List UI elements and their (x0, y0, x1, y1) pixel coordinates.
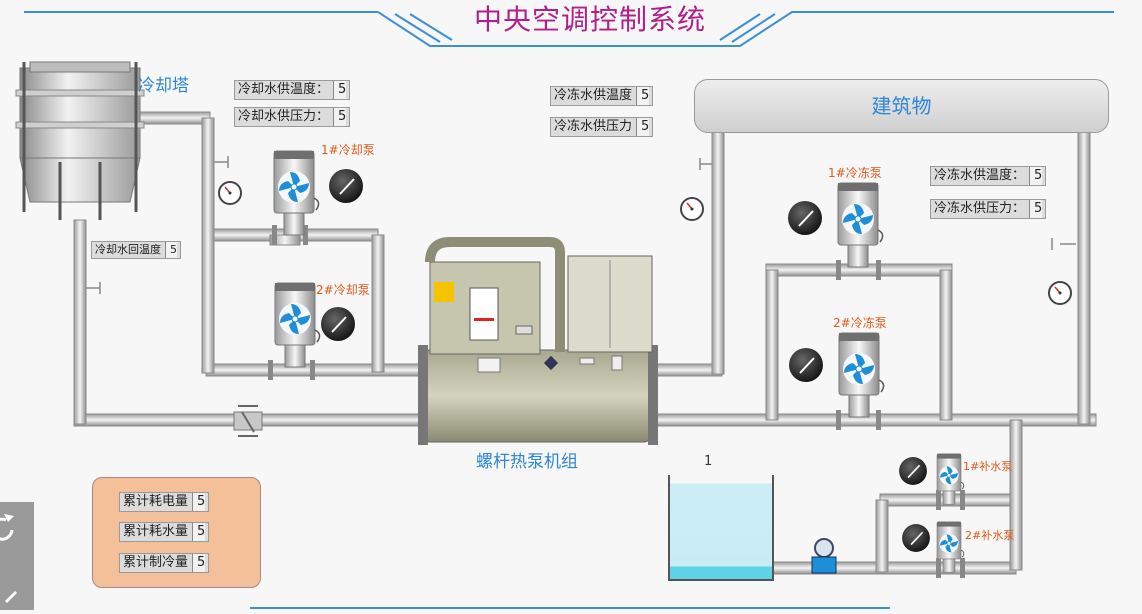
cooling-pump-2-label: 2#冷却泵 (316, 283, 370, 297)
makeup-pump-1-label: 1#补水泵 (963, 460, 1013, 473)
building-label: 建筑物 (871, 94, 932, 118)
rotate-icon (0, 514, 18, 604)
cw-supply-temp-readout: 冷却水供温度：5 (234, 80, 351, 100)
chw-supply-temp-readout-b: 冷冻水供温度：5 (930, 166, 1047, 186)
building: 建筑物 (694, 79, 1109, 133)
side-rotate-button[interactable] (0, 502, 34, 610)
chilled-pump-2-label: 2#冷冻泵 (833, 316, 887, 330)
cooling-pump-1-label: 1#冷却泵 (321, 143, 375, 157)
chilled-pump-1-label: 1#冷冻泵 (828, 166, 882, 180)
makeup-pump-2-label: 2#补水泵 (965, 529, 1015, 542)
cw-supply-press-readout: 冷却水供压力：5 (234, 107, 351, 127)
chiller-label: 螺杆热泵机组 (476, 452, 578, 472)
page-title: 中央空调控制系统 (473, 3, 706, 36)
chw-supply-press-readout-b: 冷冻水供压力：5 (930, 199, 1047, 219)
tank-level-label: 1 (704, 454, 713, 469)
cooling-tower-label: 冷却塔 (138, 76, 189, 96)
water-tank (668, 475, 774, 581)
